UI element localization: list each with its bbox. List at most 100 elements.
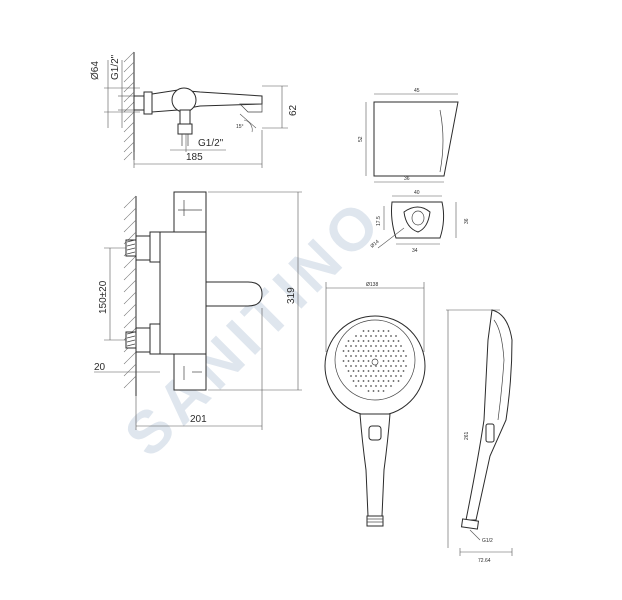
nozzle-dot — [392, 340, 395, 342]
dim-height: 319 — [286, 287, 297, 304]
nozzle-dot — [355, 385, 357, 387]
nozzle-dot — [387, 340, 390, 342]
nozzle-dot — [360, 375, 362, 377]
nozzle-dot — [357, 340, 360, 342]
nozzle-dot — [372, 370, 375, 372]
mixer-front-view: 150±20 20 319 201 — [94, 191, 302, 430]
nozzle-dot — [387, 360, 390, 362]
nozzle-dot — [362, 330, 365, 332]
nozzle-dot — [367, 350, 370, 352]
nozzle-dot — [350, 355, 352, 357]
nozzle-dot — [362, 380, 365, 382]
nozzle-dot — [365, 375, 367, 377]
nozzle-dot — [372, 340, 375, 342]
nozzle-dot — [385, 375, 387, 377]
nozzle-dot — [357, 370, 360, 372]
nozzle-dot — [392, 370, 395, 372]
nozzle-dot — [375, 335, 377, 337]
nozzle-dot — [370, 345, 372, 347]
nozzle-dot — [382, 340, 385, 342]
nozzle-dot — [342, 360, 345, 362]
dim-holder-top: 45 — [414, 88, 420, 94]
nozzle-dot — [372, 390, 375, 392]
nozzle-dot — [400, 345, 402, 347]
dim-angle: 15° — [236, 124, 244, 130]
nozzle-dot — [387, 380, 390, 382]
nozzle-dot — [367, 370, 370, 372]
nozzle-dot — [390, 375, 392, 377]
dim-holder-front-bottom: 34 — [412, 248, 418, 254]
nozzle-dot — [392, 360, 395, 362]
nozzle-dot — [360, 335, 362, 337]
nozzle-dot — [402, 350, 405, 352]
nozzle-dot — [385, 365, 387, 367]
nozzle-dot — [395, 345, 397, 347]
nozzle-dot — [357, 350, 360, 352]
nozzle-dot — [347, 360, 350, 362]
nozzle-dot — [377, 350, 380, 352]
dim-diameter: Ø64 — [90, 61, 101, 80]
nozzle-dot — [375, 375, 377, 377]
nozzle-dot — [360, 345, 362, 347]
wall-hatch-top — [123, 51, 135, 161]
nozzle-dot — [367, 330, 370, 332]
nozzle-dot — [382, 390, 385, 392]
nozzle-dot — [400, 355, 402, 357]
nozzle-dot — [402, 370, 405, 372]
nozzle-dot — [355, 375, 357, 377]
nozzle-dot — [350, 365, 352, 367]
dim-holder-bottom: 36 — [404, 176, 410, 182]
nozzle-dot — [397, 360, 400, 362]
nozzle-dot — [357, 380, 360, 382]
dim-depth: 185 — [186, 152, 203, 163]
nozzle-dot — [377, 330, 380, 332]
nozzle-dot — [360, 365, 362, 367]
nozzle-dot — [362, 360, 365, 362]
nozzle-dot — [352, 370, 355, 372]
nozzle-dot — [360, 385, 362, 387]
nozzle-dot — [362, 340, 365, 342]
nozzle-dot — [352, 350, 355, 352]
nozzle-dot — [365, 355, 367, 357]
dim-wall: 20 — [94, 362, 106, 373]
nozzle-dot — [365, 365, 367, 367]
nozzle-dot — [375, 385, 377, 387]
nozzle-dot — [365, 335, 367, 337]
nozzle-dot — [395, 355, 397, 357]
nozzle-dot — [370, 355, 372, 357]
nozzle-dot — [382, 350, 385, 352]
holder-front-view: 40 36 17.5 Ø14 34 — [369, 190, 470, 254]
nozzle-dot — [390, 345, 392, 347]
nozzle-dot — [375, 365, 377, 367]
nozzle-dot — [397, 370, 400, 372]
nozzle-dot — [375, 345, 377, 347]
nozzle-dot — [380, 365, 382, 367]
mixer-side-view: 15° Ø64 G1/2" 62 G1/2" 185 — [90, 51, 299, 168]
dim-handshower-length: 261 — [464, 431, 470, 440]
nozzle-dot — [405, 355, 407, 357]
dim-height: 62 — [288, 104, 299, 116]
nozzle-dot — [387, 330, 390, 332]
nozzle-dot — [402, 360, 405, 362]
dim-thread-top: G1/2" — [110, 54, 121, 80]
nozzle-dot — [382, 380, 385, 382]
nozzle-dot — [370, 385, 372, 387]
nozzle-dot — [390, 335, 392, 337]
nozzle-dot — [385, 385, 387, 387]
nozzle-dot — [355, 355, 357, 357]
handshower-side-view: 261 G1/2 72.64 — [446, 309, 513, 564]
nozzle-dot — [392, 350, 395, 352]
nozzle-dot — [390, 355, 392, 357]
nozzle-dot — [355, 365, 357, 367]
nozzle-dot — [400, 365, 402, 367]
holder-side-view: 45 52 36 — [358, 88, 459, 183]
nozzle-dot — [380, 355, 382, 357]
dim-handshower-width: 72.64 — [478, 558, 491, 564]
nozzle-dot — [370, 375, 372, 377]
nozzle-dot — [372, 330, 375, 332]
nozzle-dot — [382, 370, 385, 372]
nozzle-array — [342, 330, 407, 392]
dim-thread-bottom: G1/2" — [198, 138, 224, 149]
nozzle-dot — [352, 340, 355, 342]
